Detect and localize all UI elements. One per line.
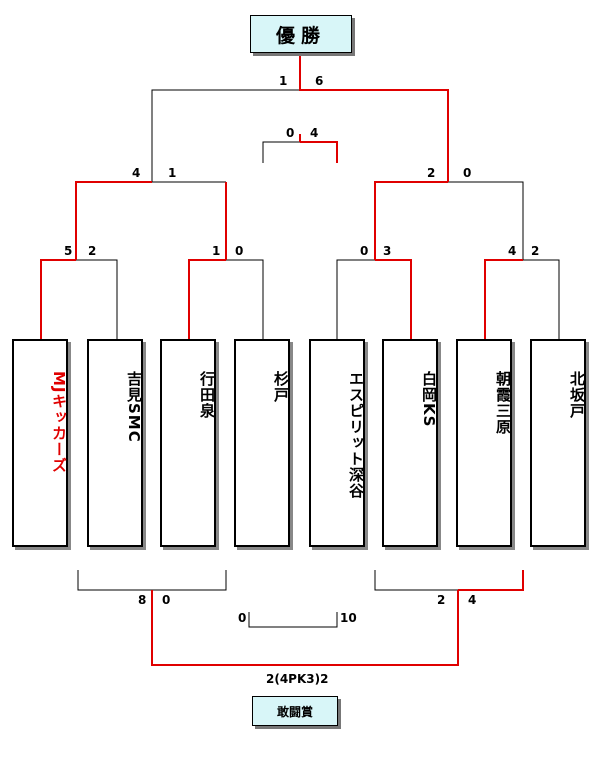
lower-left-score-left: 8 (138, 593, 147, 607)
small-match-score-left: 0 (286, 126, 295, 140)
team-box-2: 吉見SMC (87, 339, 143, 547)
team-box-5: エスピリット深谷 (309, 339, 365, 547)
r1m2-score-left: 1 (212, 244, 221, 258)
team-name-5: エスピリット深谷 (347, 371, 365, 499)
team-name-8: 北坂戸 (568, 371, 586, 419)
champion-label: 優勝 (275, 24, 326, 47)
r1m2-score-right: 0 (235, 244, 244, 258)
lower-left-score-right: 0 (162, 593, 171, 607)
final-score-left: 1 (279, 74, 288, 88)
fighting-spirit-score: 2(4PK3)2 (266, 672, 329, 686)
fighting-spirit-box: 敢闘賞 (252, 696, 338, 726)
lower-small-score-right: 10 (340, 611, 357, 625)
team-box-8: 北坂戸 (530, 339, 586, 547)
small-match-score-right: 4 (310, 126, 319, 140)
r1m4-score-right: 2 (531, 244, 540, 258)
final-score-right: 6 (315, 74, 324, 88)
team-name-2: 吉見SMC (125, 371, 143, 443)
fighting-spirit-label: 敢闘賞 (276, 704, 313, 719)
team-name-3: 行田泉 (198, 371, 216, 419)
r1m3-score-right: 3 (383, 244, 392, 258)
team-name-7: 朝霞三原 (494, 371, 512, 435)
team-box-3: 行田泉 (160, 339, 216, 547)
semi2-score-left: 2 (427, 166, 436, 180)
team-box-1: MJキッカーズ (12, 339, 68, 547)
lower-right-score-right: 4 (468, 593, 477, 607)
semi1-score-right: 1 (168, 166, 177, 180)
r1m1-score-right: 2 (88, 244, 97, 258)
champion-box: 優勝 (250, 15, 352, 53)
team-box-4: 杉戸 (234, 339, 290, 547)
semi2-score-right: 0 (463, 166, 472, 180)
r1m4-score-left: 4 (508, 244, 517, 258)
team-name-6: 白岡KS (420, 371, 438, 428)
team-name-4: 杉戸 (272, 371, 290, 403)
semi1-score-left: 4 (132, 166, 141, 180)
lower-right-score-left: 2 (437, 593, 446, 607)
team-box-6: 白岡KS (382, 339, 438, 547)
r1m1-score-left: 5 (64, 244, 73, 258)
team-box-7: 朝霞三原 (456, 339, 512, 547)
lower-small-score-left: 0 (238, 611, 247, 625)
r1m3-score-left: 0 (360, 244, 369, 258)
team-name-1: MJキッカーズ (50, 371, 68, 474)
